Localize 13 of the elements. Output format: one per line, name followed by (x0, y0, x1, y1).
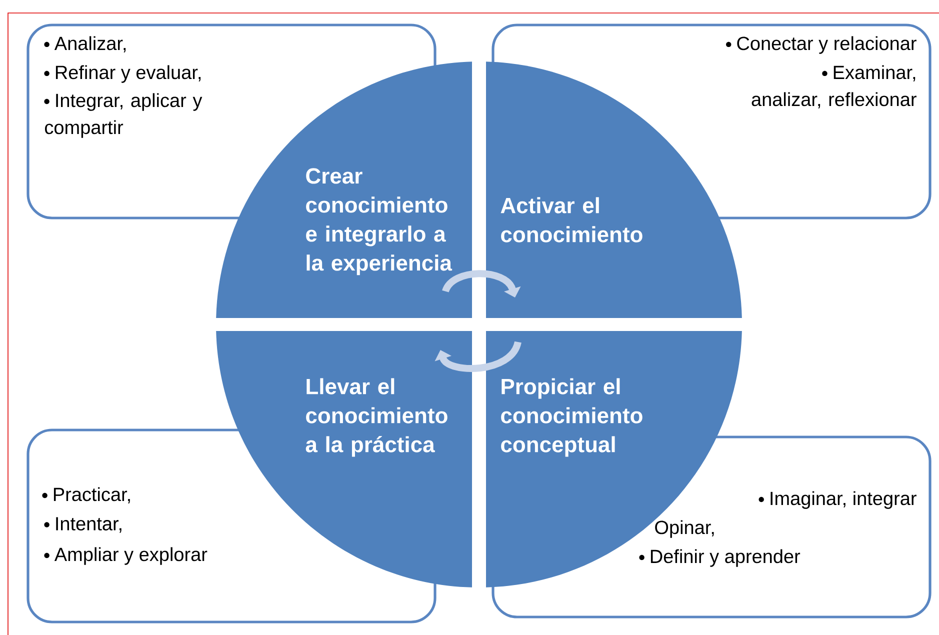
bullet-item: Ampliar y explorar (44, 547, 208, 565)
bullet-item: Refinar y evaluar, (44, 65, 201, 83)
bullet-item: Examinar, analizar, reflexionar (752, 65, 916, 108)
bullet-item: Conectar y relacionar (726, 36, 916, 54)
bullet-item: Analizar, (44, 36, 126, 52)
bullet-item: Practicar, (42, 487, 130, 504)
bullet-item: Imaginar, integrar (758, 491, 916, 509)
bullet-item: Intentar, (44, 517, 122, 533)
list-item: Opinar, (655, 520, 714, 538)
bullet-item: Integrar, aplicar y compartir (44, 93, 202, 138)
quadrant: Crear conocimiento e integrarlo a la experiencia (216, 62, 472, 318)
quadrant: Activar el conocimiento (486, 62, 742, 318)
quadrant: Llevar el conocimiento a la práctica (216, 331, 472, 588)
